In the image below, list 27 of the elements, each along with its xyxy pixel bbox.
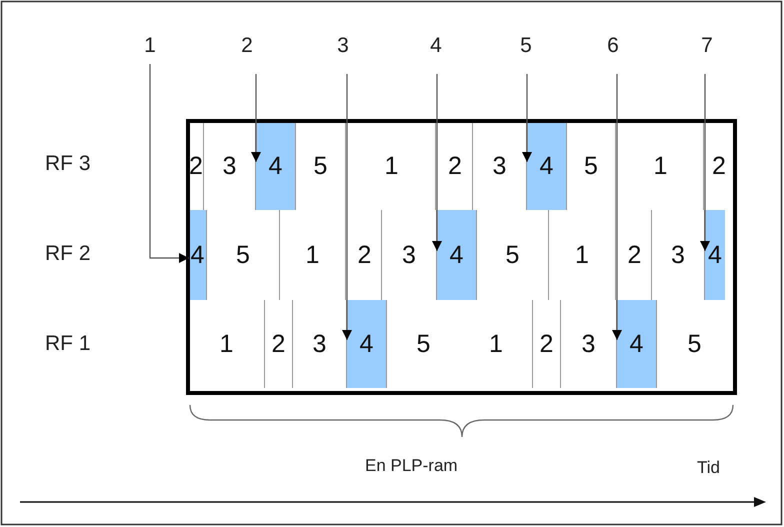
time-slot: 2 (189, 122, 204, 210)
brace-label: En PLP-ram (365, 456, 458, 476)
row-label: RF 1 (45, 332, 91, 356)
callout-number: 6 (598, 34, 628, 58)
arrow (251, 74, 261, 162)
callout-number: 4 (421, 34, 451, 58)
highlighted-slot: 4 (705, 210, 725, 300)
callout-number: 3 (328, 34, 358, 58)
callout-number: 2 (232, 34, 262, 58)
arrow (700, 74, 710, 251)
highlighted-slot: 4 (189, 210, 207, 300)
arrow (432, 74, 442, 251)
row-label: RF 3 (45, 152, 91, 176)
row-label: RF 2 (45, 242, 91, 266)
arrow (612, 74, 622, 340)
highlighted-slot: 4 (256, 122, 296, 210)
axis-label: Tid (697, 458, 720, 478)
highlighted-slot: 4 (527, 122, 567, 210)
highlighted-slot: 4 (347, 300, 387, 388)
arrow (522, 74, 532, 162)
callout-number: 7 (692, 34, 722, 58)
highlighted-slot: 4 (437, 210, 477, 300)
callout-number: 5 (511, 34, 541, 58)
arrow (342, 74, 352, 340)
highlighted-slot: 4 (617, 300, 657, 388)
callout-number: 1 (135, 34, 165, 58)
arrow (149, 64, 189, 263)
